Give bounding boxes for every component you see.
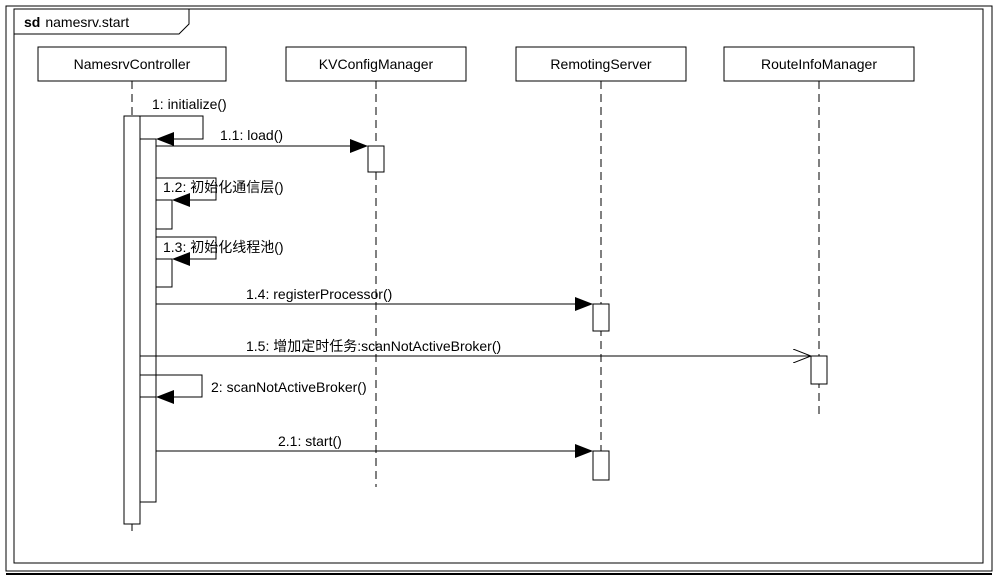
activation-remoting-2 <box>592 450 610 481</box>
frame-tab <box>14 9 190 35</box>
message-1-4-register-processor: 1.4: registerProcessor() <box>156 286 593 311</box>
frame-border <box>13 8 984 564</box>
frame-title: sd namesrv.start <box>24 14 129 30</box>
message-2-1-start: 2.1: start() <box>156 433 593 458</box>
participant-routeinfo: RouteInfoManager <box>723 46 915 82</box>
frame-name: namesrv.start <box>45 14 129 30</box>
message-label: 1.2: 初始化通信层() <box>163 179 284 195</box>
message-label: 1.5: 增加定时任务:scanNotActiveBroker() <box>246 338 501 354</box>
message-1-2-init-comm: 1.2: 初始化通信层() <box>156 177 284 207</box>
participant-controller: NamesrvController <box>37 46 227 82</box>
activation-controller-main <box>123 115 141 525</box>
message-1-3-init-threadpool: 1.3: 初始化线程池() <box>156 236 284 266</box>
message-1-initialize: 1: initialize() <box>140 96 227 146</box>
message-1-1-load: 1.1: load() <box>156 127 368 153</box>
participant-label: RemotingServer <box>550 56 651 72</box>
participant-label: KVConfigManager <box>319 56 434 72</box>
message-label: 1.3: 初始化线程池() <box>163 239 284 255</box>
participant-remoting: RemotingServer <box>515 46 687 82</box>
activation-routeinfo <box>810 355 828 385</box>
participant-label: RouteInfoManager <box>761 56 877 72</box>
message-label: 1.1: load() <box>220 127 283 143</box>
message-label: 1.4: registerProcessor() <box>246 286 392 302</box>
frame-keyword: sd <box>24 14 40 30</box>
activation-remoting-1 <box>592 303 610 332</box>
message-label: 2.1: start() <box>278 433 342 449</box>
participant-label: NamesrvController <box>74 56 191 72</box>
participant-kvconfig: KVConfigManager <box>285 46 467 82</box>
message-1-5-schedule-task: 1.5: 增加定时任务:scanNotActiveBroker() <box>140 338 810 356</box>
outer-border <box>5 5 993 572</box>
activation-controller-scan <box>139 396 157 503</box>
message-label: 2: scanNotActiveBroker() <box>211 379 367 395</box>
activation-controller-1-3 <box>155 258 173 288</box>
activation-kvconfig <box>367 145 385 173</box>
message-2-scan-not-active-broker: 2: scanNotActiveBroker() <box>140 374 367 404</box>
activation-controller-1-2 <box>155 199 173 230</box>
message-label: 1: initialize() <box>152 96 227 112</box>
